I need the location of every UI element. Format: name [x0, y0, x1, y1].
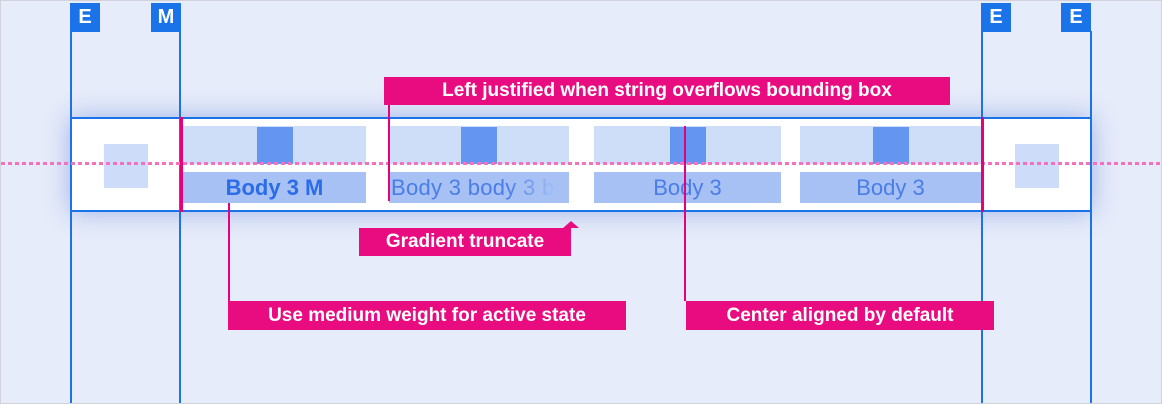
- tab-icon-placeholder: [461, 127, 497, 164]
- keyline-marker-e-left: E: [70, 3, 100, 32]
- tab-icon-placeholder: [872, 127, 909, 164]
- tab-label[interactable]: Body 3: [800, 172, 981, 203]
- keyline-margin-left: [179, 31, 181, 403]
- keyline-edge-left: [70, 31, 72, 403]
- keyline-marker-label: E: [78, 6, 92, 28]
- tab-item-default[interactable]: Body 3: [800, 1, 981, 403]
- center-aligned-pointer-line: [684, 126, 686, 301]
- annotation-center-aligned: Center aligned by default: [686, 301, 994, 330]
- keyline-marker-e-right-outer: E: [1061, 3, 1091, 32]
- tab-label-truncated[interactable]: Body 3 body 3 b: [389, 172, 569, 203]
- annotation-gradient-truncate: Gradient truncate: [359, 221, 579, 256]
- annotation-text: Gradient truncate: [385, 231, 545, 252]
- keyline-edge-right-outer: [1090, 31, 1092, 403]
- annotation-medium-weight: Use medium weight for active state: [228, 301, 626, 330]
- medium-weight-pointer-line: [228, 203, 230, 301]
- annotation-left-justified: Left justified when string overflows bou…: [384, 77, 950, 105]
- left-justified-pointer-line: [388, 105, 390, 201]
- tab-icon-placeholder: [256, 127, 293, 164]
- tab-label[interactable]: Body 3 M: [183, 172, 366, 203]
- tab-area-start-line: [180, 117, 183, 212]
- keyline-marker-e-right-inner: E: [981, 3, 1011, 32]
- center-baseline-dashed-line: [1, 162, 1161, 165]
- gradient-fade-overlay: [507, 172, 569, 203]
- keyline-marker-label: E: [1069, 6, 1083, 28]
- tab-area-end-line: [981, 117, 984, 212]
- keyline-marker-label: M: [157, 6, 175, 28]
- tab-item-overflow[interactable]: Body 3 body 3 b: [389, 1, 569, 403]
- tab-item-active[interactable]: Body 3 M: [183, 1, 366, 403]
- tab-label[interactable]: Body 3: [594, 172, 781, 203]
- tab-icon-placeholder: [669, 127, 706, 164]
- margin-spacer-right: [1015, 144, 1059, 188]
- keyline-edge-right-inner: [981, 31, 983, 403]
- keyline-marker-m: M: [151, 3, 181, 32]
- keyline-marker-label: E: [989, 6, 1003, 28]
- tab-item-default[interactable]: Body 3: [594, 1, 781, 403]
- margin-spacer-left: [104, 144, 148, 188]
- caret-up-icon: [563, 221, 579, 228]
